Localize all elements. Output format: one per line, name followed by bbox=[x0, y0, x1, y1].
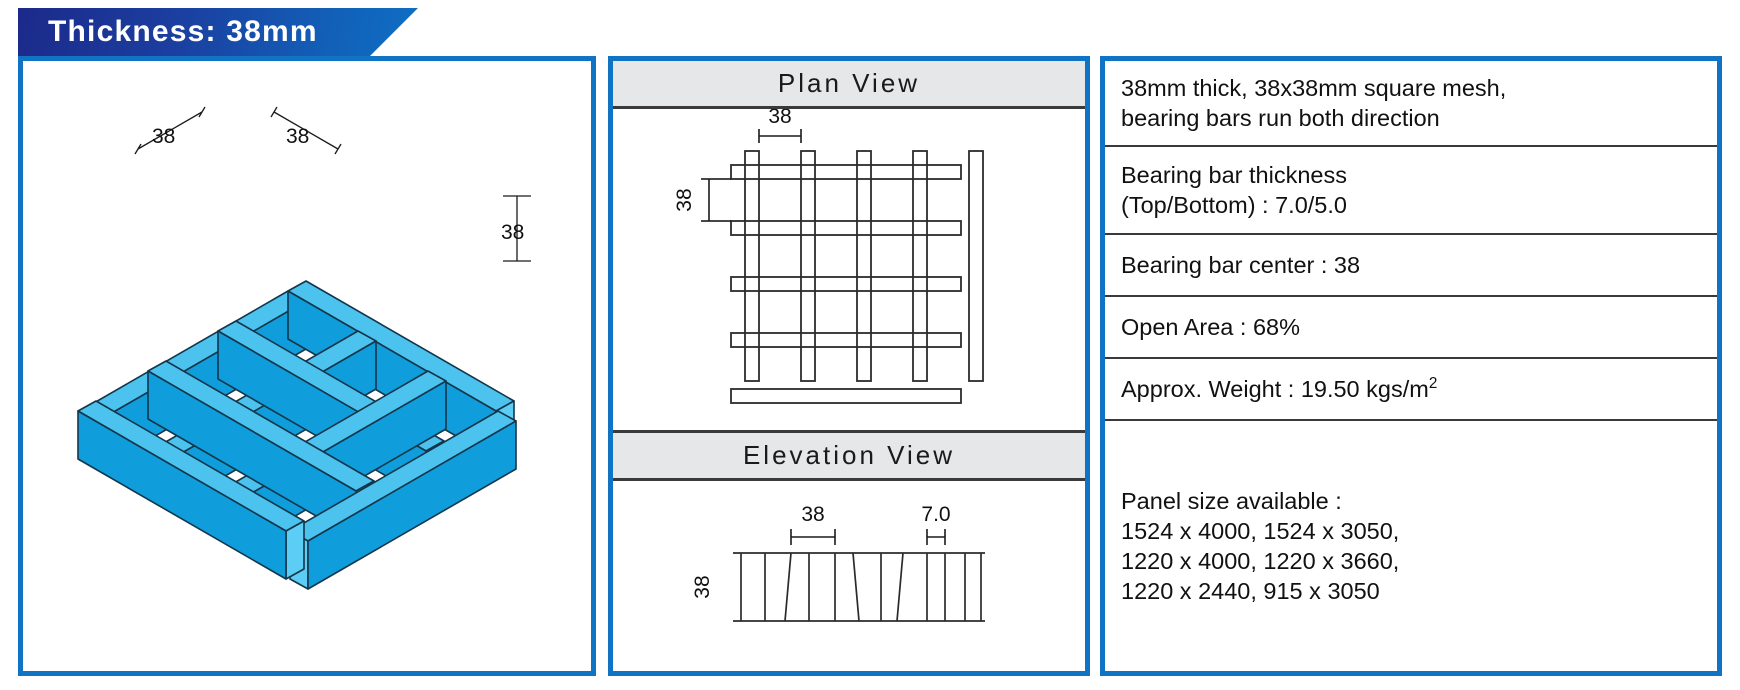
plan-dim-horizontal-label: 38 bbox=[768, 109, 791, 128]
specifications-panel: 38mm thick, 38x38mm square mesh, bearing… bbox=[1100, 56, 1722, 676]
plan-view-section: Plan View bbox=[613, 61, 1085, 430]
spec-approx-weight: Approx. Weight : 19.50 kgs/m2 bbox=[1105, 359, 1717, 421]
dimension-thickness-38-label: 38 bbox=[501, 221, 524, 244]
plan-view-svg: 38 38 bbox=[673, 109, 984, 404]
mesh-intersections bbox=[746, 166, 982, 402]
dimension-right-38 bbox=[270, 106, 342, 155]
mesh-grid bbox=[730, 150, 984, 404]
dimension-left-38 bbox=[134, 106, 206, 155]
spec-panel-size-line1: 1524 x 4000, 1524 x 3050, bbox=[1121, 517, 1400, 544]
iso-bar bbox=[289, 410, 517, 590]
dimension-left-38-label: 38 bbox=[152, 125, 175, 148]
elevation-view-header: Elevation View bbox=[613, 433, 1085, 481]
spec-panel-size-title: Panel size available : bbox=[1121, 487, 1342, 514]
elevation-dim-bar bbox=[926, 529, 946, 545]
spec-approx-weight-exponent: 2 bbox=[1428, 375, 1438, 393]
views-panel: Plan View bbox=[608, 56, 1090, 676]
elevation-view-title: Elevation View bbox=[742, 440, 956, 470]
spec-approx-weight-prefix: Approx. Weight : 19.50 kgs/m bbox=[1121, 375, 1429, 402]
elevation-view-section: Elevation View bbox=[613, 430, 1085, 671]
dimension-thickness-38 bbox=[503, 195, 531, 262]
spec-bearing-bar-thickness-line2: (Top/Bottom) : 7.0/5.0 bbox=[1121, 192, 1347, 218]
spec-bearing-bar-thickness: Bearing bar thickness (Top/Bottom) : 7.0… bbox=[1105, 147, 1717, 235]
plan-view-title: Plan View bbox=[777, 68, 921, 98]
isometric-grating-svg: 38 38 38 bbox=[77, 106, 531, 590]
dimension-right-38-label: 38 bbox=[286, 125, 309, 148]
spec-description-line1: 38mm thick, 38x38mm square mesh, bbox=[1121, 74, 1507, 101]
plan-dim-horizontal bbox=[758, 129, 802, 143]
plan-view-body: 38 38 bbox=[613, 109, 1085, 430]
isometric-illustration-panel: 38 38 38 bbox=[18, 56, 596, 676]
spec-bearing-bar-thickness-line1: Bearing bar thickness bbox=[1121, 161, 1347, 188]
spec-open-area-value: Open Area : 68% bbox=[1121, 313, 1300, 340]
iso-bar bbox=[77, 400, 305, 580]
spec-bearing-bar-center: Bearing bar center : 38 bbox=[1105, 235, 1717, 297]
elevation-dim-bar-label: 7.0 bbox=[921, 503, 950, 526]
plan-view-header: Plan View bbox=[613, 61, 1085, 109]
spec-approx-weight-value: Approx. Weight : 19.50 kgs/m2 bbox=[1121, 374, 1701, 404]
spec-bearing-bar-center-value: Bearing bar center : 38 bbox=[1121, 251, 1361, 278]
elevation-dim-height-label: 38 bbox=[691, 575, 714, 598]
grating-body bbox=[77, 280, 517, 590]
spec-panel-size: Panel size available : 1524 x 4000, 1524… bbox=[1105, 421, 1717, 671]
plan-dim-vertical-label: 38 bbox=[673, 188, 696, 211]
thickness-banner: Thickness: 38mm bbox=[18, 8, 418, 56]
elevation-slab bbox=[733, 552, 985, 622]
plan-dim-vertical bbox=[701, 178, 731, 222]
elevation-view-body: 38 7.0 38 bbox=[613, 481, 1085, 671]
elevation-dim-pitch bbox=[790, 529, 836, 545]
spec-description: 38mm thick, 38x38mm square mesh, bearing… bbox=[1105, 61, 1717, 147]
spec-description-line2: bearing bars run both direction bbox=[1121, 105, 1440, 131]
spec-panel-size-line2: 1220 x 4000, 1220 x 3660, bbox=[1121, 548, 1400, 574]
spec-panel-size-line3: 1220 x 2440, 915 x 3050 bbox=[1121, 578, 1380, 605]
banner-title: Thickness: 38mm bbox=[48, 15, 318, 48]
spec-open-area: Open Area : 68% bbox=[1105, 297, 1717, 359]
elevation-view-svg: 38 7.0 38 bbox=[691, 503, 985, 622]
elevation-dim-pitch-label: 38 bbox=[801, 503, 824, 526]
